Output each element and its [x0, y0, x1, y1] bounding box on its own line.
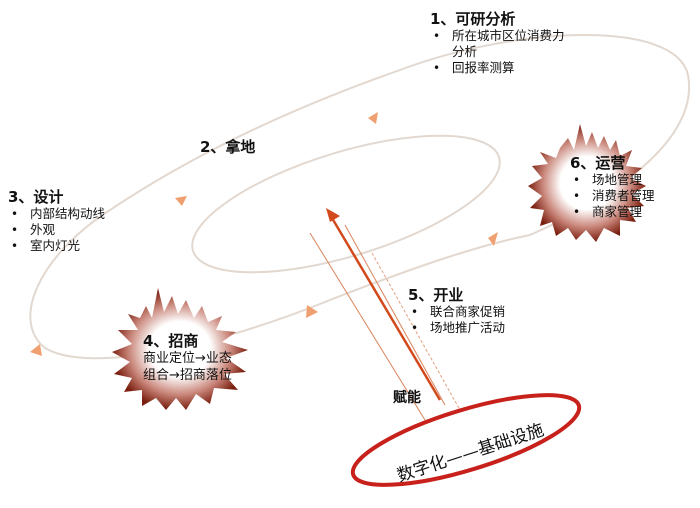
step-5-opening: 5、开业 联合商家促销 场地推广活动: [408, 286, 505, 336]
step-2-title: 2、拿地: [200, 138, 256, 156]
step-5-item: 场地推广活动: [408, 320, 505, 336]
empower-arrowhead-icon: [326, 208, 340, 222]
step-6-item: 场地管理: [570, 172, 655, 188]
step-3-title: 3、设计: [8, 188, 64, 206]
step-4-line: 商业定位→业态: [143, 351, 232, 366]
step-2-land-acquisition: 2、拿地: [200, 138, 255, 156]
starburst-leasing: [112, 288, 248, 410]
step-4-title: 4、招商: [143, 332, 199, 350]
outer-spiral-path: [29, 34, 691, 360]
digital-infrastructure-ellipse: [350, 393, 582, 487]
empower-arrow-group: [309, 208, 461, 421]
step-4-line: 组合→招商落位: [143, 368, 232, 383]
step-6-item: 消费者管理: [570, 188, 655, 204]
empower-label: 赋能: [393, 390, 421, 406]
step-6-operation: 6、运营 场地管理 消费者管理 商家管理: [570, 154, 655, 220]
step-1-title: 1、可研分析: [430, 10, 516, 28]
inner-orbit-ellipse: [191, 134, 501, 274]
step-1-feasibility: 1、可研分析 所在城市区位消费力分析 回报率测算: [430, 10, 570, 76]
step-3-design: 3、设计 内部结构动线 外观 室内灯光: [8, 188, 105, 254]
step-3-item: 室内灯光: [8, 238, 105, 254]
path-direction-markers: [30, 112, 498, 356]
step-5-title: 5、开业: [408, 286, 464, 304]
step-3-item: 外观: [8, 222, 105, 238]
step-3-item: 内部结构动线: [8, 206, 105, 222]
step-6-title: 6、运营: [570, 154, 626, 172]
step-6-item: 商家管理: [570, 204, 655, 220]
step-5-item: 联合商家促销: [408, 304, 505, 320]
step-4-leasing: 4、招商 商业定位→业态 组合→招商落位: [143, 332, 232, 384]
step-1-item: 回报率测算: [430, 60, 570, 76]
step-1-item: 所在城市区位消费力分析: [430, 28, 570, 60]
